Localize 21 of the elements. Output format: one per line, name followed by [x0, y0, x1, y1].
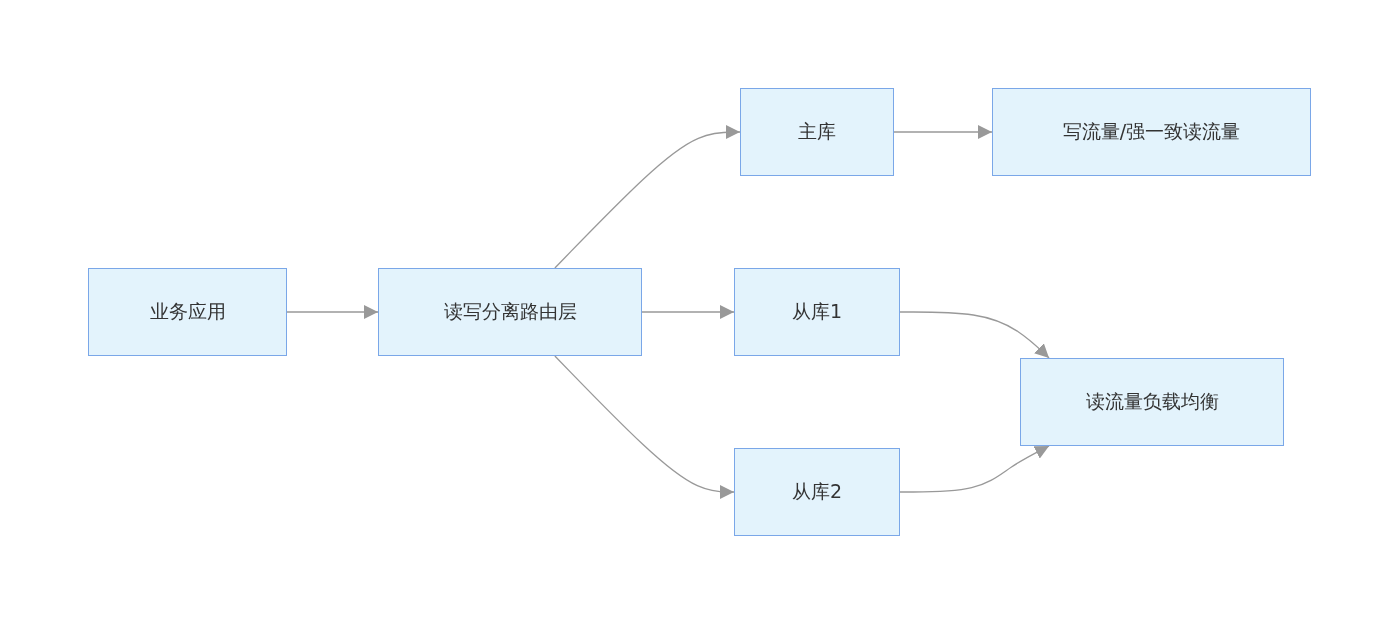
- arrow: [641, 305, 735, 319]
- arrow: [286, 305, 379, 319]
- arrow: [554, 125, 741, 269]
- node-label: 读写分离路由层: [443, 299, 577, 324]
- node-label: 写流量/强一致读流量: [1062, 119, 1241, 144]
- arrow: [554, 355, 735, 499]
- arrow: [899, 311, 1050, 359]
- node-label: 业务应用: [149, 299, 226, 324]
- node-label: 主库: [798, 119, 836, 144]
- process-box: [378, 268, 642, 356]
- process-box: [740, 88, 894, 176]
- process-box: [734, 448, 900, 536]
- process-box: [734, 268, 900, 356]
- node-label: 从库2: [791, 479, 843, 504]
- process-box: [88, 268, 287, 356]
- node-label: 读流量负载均衡: [1085, 389, 1219, 414]
- process-box: [1020, 358, 1284, 446]
- process-box: [992, 88, 1311, 176]
- arrow: [899, 445, 1050, 493]
- node-label: 从库1: [791, 299, 843, 324]
- arrow: [893, 125, 993, 139]
